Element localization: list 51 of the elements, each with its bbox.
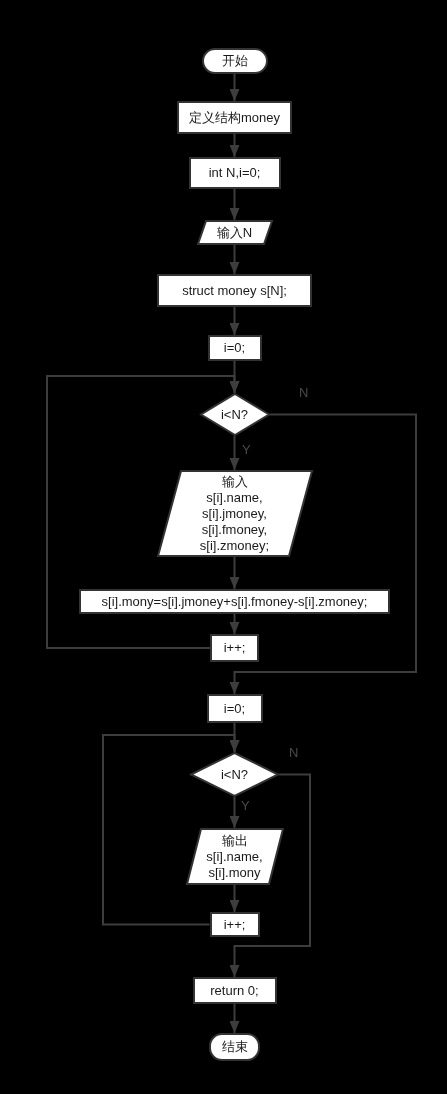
process-label: i++; — [223, 640, 246, 656]
io-parallelogram — [185, 828, 284, 885]
terminal-label: 开始 — [221, 53, 248, 69]
decision-label: i<N? — [220, 406, 249, 423]
edge-label: N — [288, 746, 300, 760]
io-parallelogram — [156, 470, 313, 557]
process-box — [177, 101, 292, 134]
arrow — [46, 375, 240, 649]
arrow — [229, 413, 417, 695]
arrow — [102, 734, 240, 926]
process-label: 定义结构money — [189, 109, 280, 126]
arrow — [229, 884, 240, 913]
process-box — [209, 912, 260, 937]
decision-label: i<N? — [220, 766, 249, 783]
io-parallelogram — [196, 220, 273, 245]
process-label: i=0; — [223, 340, 246, 356]
edge-label: Y — [240, 799, 251, 813]
arrow — [229, 613, 240, 635]
arrow — [229, 188, 240, 221]
process-box — [79, 589, 390, 614]
edge-label: Y — [241, 443, 252, 457]
arrow — [229, 133, 240, 158]
process-label: return 0; — [210, 982, 259, 999]
rounded-box — [209, 1033, 260, 1061]
io-label: 输出 s[i].name, s[i].mony — [205, 832, 264, 881]
arrow — [229, 244, 240, 275]
io-label: 输入 s[i].name, s[i].jmoney, s[i].fmoney, s[i].zmoney; — [198, 473, 271, 554]
decision-diamond — [190, 752, 279, 797]
process-box — [210, 634, 259, 662]
process-label: int N,i=0; — [208, 165, 261, 181]
arrow — [229, 435, 240, 471]
process-label: i++; — [223, 916, 246, 933]
arrow — [229, 556, 240, 590]
arrow — [229, 773, 311, 978]
arrow — [229, 306, 240, 336]
arrow — [229, 73, 240, 102]
process-box — [188, 157, 281, 189]
rounded-box — [201, 48, 268, 74]
process-label: s[i].mony=s[i].jmoney+s[i].fmoney-s[i].zmoney; — [101, 593, 368, 610]
process-box — [157, 274, 312, 307]
process-label: struct money s[N]; — [182, 282, 287, 299]
process-box — [207, 335, 262, 361]
process-box — [192, 977, 277, 1004]
process-label: i=0; — [223, 700, 246, 717]
io-label: 输入N — [216, 224, 253, 241]
terminal-label: 结束 — [221, 1039, 248, 1055]
process-box — [206, 694, 263, 723]
arrow — [229, 796, 240, 829]
arrow — [229, 1003, 240, 1034]
decision-diamond — [199, 393, 270, 436]
edge-label: N — [298, 386, 310, 400]
